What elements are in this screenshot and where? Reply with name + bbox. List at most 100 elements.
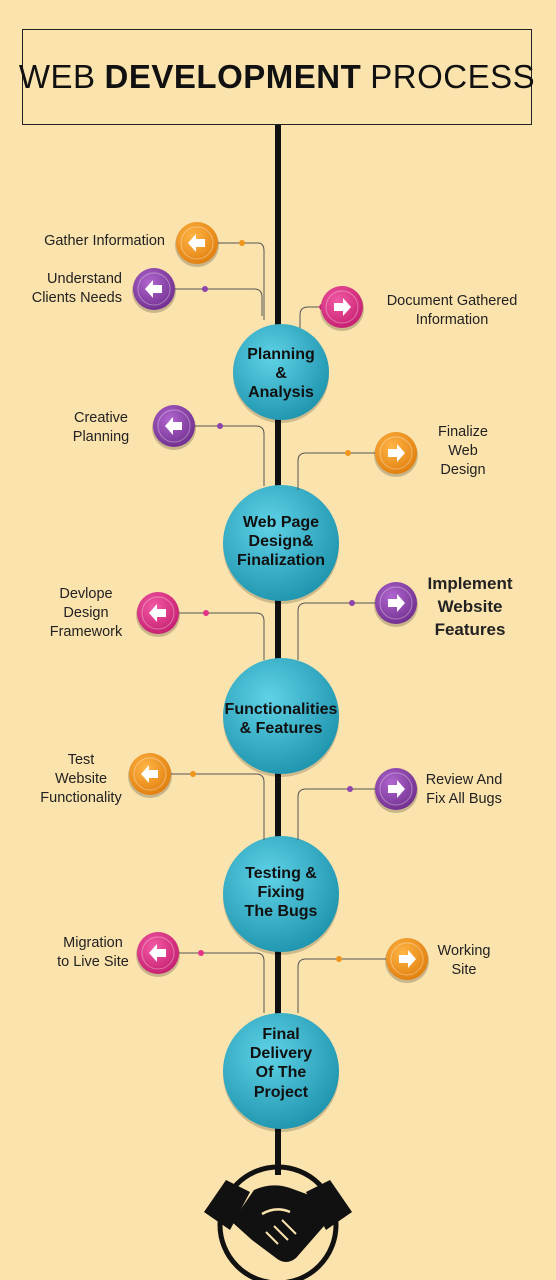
task-label-line: Test (67, 752, 95, 768)
step-label: Functionalities & Features (216, 700, 346, 738)
task-label-line: Site (451, 961, 477, 978)
task-label-line: Devlope (59, 586, 113, 602)
step-label-line: Web Page (242, 514, 320, 531)
connector-line (297, 452, 375, 490)
step-label-line: Testing & (245, 865, 317, 882)
connector-dot (217, 423, 223, 429)
connector-line (195, 425, 265, 486)
task-label-line: to Live Site (57, 953, 129, 970)
title-bold: DEVELOPMENT (104, 58, 362, 95)
step-label-line: Analysis (248, 384, 314, 402)
step-circle (233, 324, 329, 420)
left-arrow-icon (136, 592, 180, 637)
handshake-icon (204, 1164, 352, 1280)
step-label-line: Of The (255, 1064, 307, 1082)
task-label-line: Finalize (438, 424, 488, 440)
step-circle (223, 836, 339, 952)
step-label-line: Delivery (249, 1045, 313, 1063)
task-label-line: Migration (63, 935, 123, 951)
connector-line (179, 952, 265, 1013)
task-label: Gather Information (22, 232, 165, 251)
step-label-line: Final (262, 1026, 300, 1043)
task-label-line: Website (437, 596, 503, 616)
task-label-line: Clients Needs (31, 289, 122, 306)
connector-line (179, 612, 265, 660)
connector-line (297, 602, 375, 660)
task-label-line: Design (63, 604, 109, 621)
connector-dot (202, 286, 208, 292)
right-arrow-icon (385, 938, 429, 983)
step-label-line: Fixing (257, 884, 305, 902)
connector-line (297, 788, 375, 840)
connector-line (175, 288, 263, 316)
step-circle (223, 485, 339, 601)
connector-line (171, 773, 265, 840)
step-label: Planning &Analysis (226, 345, 336, 403)
connector-line (299, 306, 321, 328)
connector-line (218, 242, 265, 320)
step-label-line: Design& (248, 533, 314, 551)
task-label-line: Review And (425, 772, 503, 788)
step-label-line: Planning (247, 346, 315, 363)
task-label-line: Creative (74, 410, 128, 426)
task-label-line: Document Gathered (386, 293, 518, 309)
connector-line (297, 958, 386, 1013)
left-arrow-icon (152, 405, 196, 450)
title-prefix: WEB (18, 58, 96, 95)
step-label-line: Finalization (237, 552, 325, 570)
connector-dot (198, 950, 204, 956)
task-label-line: Planning (72, 428, 130, 445)
step-label-line: & Features (239, 720, 323, 738)
page-title: WEB DEVELOPMENT PROCESS (18, 29, 536, 125)
task-label-line: Understand (47, 271, 122, 287)
left-arrow-icon (175, 222, 219, 267)
connector-dot (345, 450, 351, 456)
task-label-line: Framework (49, 623, 123, 640)
connector-dot (347, 786, 353, 792)
task-label-line: Fix All Bugs (426, 790, 502, 807)
step-label-line: Functionalities (224, 701, 338, 718)
right-arrow-icon (374, 432, 418, 477)
left-arrow-icon (132, 268, 176, 313)
right-arrow-icon (374, 582, 418, 627)
task-label-line: Working (437, 943, 491, 959)
task-label-line: Implement (427, 574, 513, 593)
task-label-line: Web (448, 442, 478, 459)
step-label-line: Project (253, 1083, 309, 1101)
left-arrow-icon (136, 932, 180, 977)
task-label-line: Design (440, 461, 486, 478)
task-label-line: Information (415, 311, 489, 328)
connector-dot (190, 771, 196, 777)
task-label-line: Gather Information (44, 233, 165, 249)
left-arrow-icon (128, 753, 172, 798)
task-label: Migration to Live Site (50, 934, 136, 972)
right-arrow-icon (374, 768, 418, 813)
step-circle (223, 658, 339, 774)
task-label-line: Functionality (40, 789, 122, 806)
right-arrow-icon (320, 286, 364, 331)
connector-dot (203, 610, 209, 616)
connector-dot (336, 956, 342, 962)
task-label-line: Features (434, 619, 506, 639)
step-label-line: & (275, 365, 287, 383)
connector-dot (349, 600, 355, 606)
step-circle (223, 1013, 339, 1129)
connector-dot (239, 240, 245, 246)
step-label-line: The Bugs (244, 903, 318, 921)
title-suffix: PROCESS (370, 58, 536, 95)
task-label-line: Website (54, 770, 108, 787)
